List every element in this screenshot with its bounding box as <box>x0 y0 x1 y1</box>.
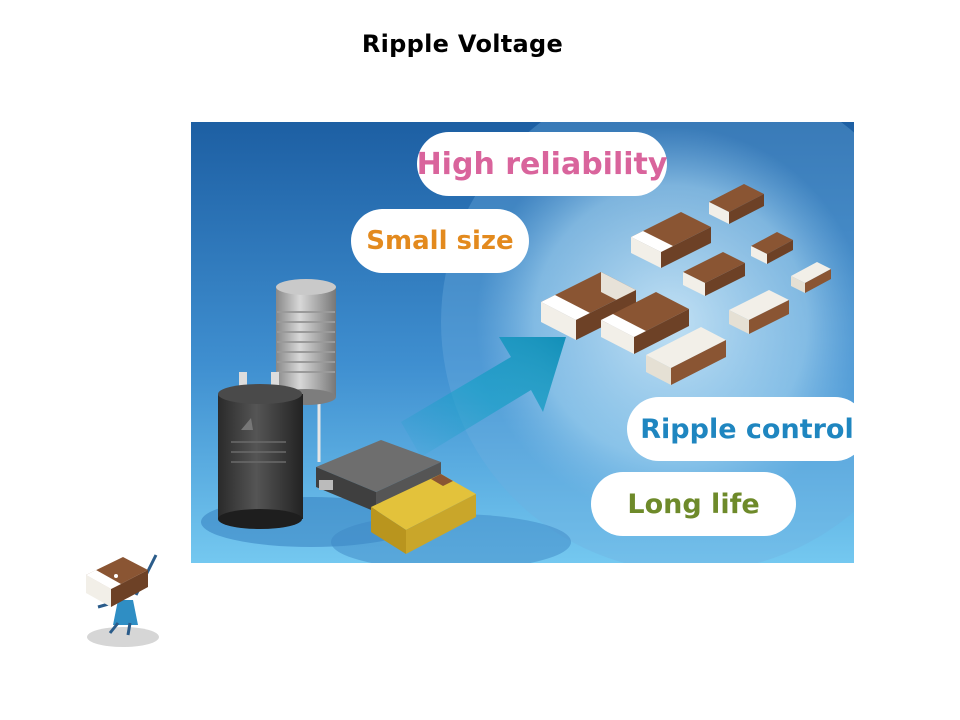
label-high-reliability: High reliability <box>416 146 668 182</box>
bubble-high-reliability: High reliability <box>417 132 667 196</box>
mlcc-chip-icon <box>541 184 831 385</box>
label-long-life: Long life <box>627 488 760 520</box>
label-small-size: Small size <box>366 226 514 256</box>
capacitor-mascot-icon <box>78 545 168 650</box>
aluminum-electrolytic-capacitor-icon <box>218 372 303 529</box>
slide-title: Ripple Voltage <box>361 30 564 58</box>
tantalum-capacitor-icon <box>371 474 476 554</box>
arrow-icon <box>401 337 566 457</box>
bubble-ripple-control: Ripple control <box>627 397 854 461</box>
capacitor-illustration: High reliability Small size Ripple contr… <box>191 122 854 563</box>
label-ripple-control: Ripple control <box>640 413 854 445</box>
bubble-small-size: Small size <box>351 209 529 273</box>
bubble-long-life: Long life <box>591 472 796 536</box>
